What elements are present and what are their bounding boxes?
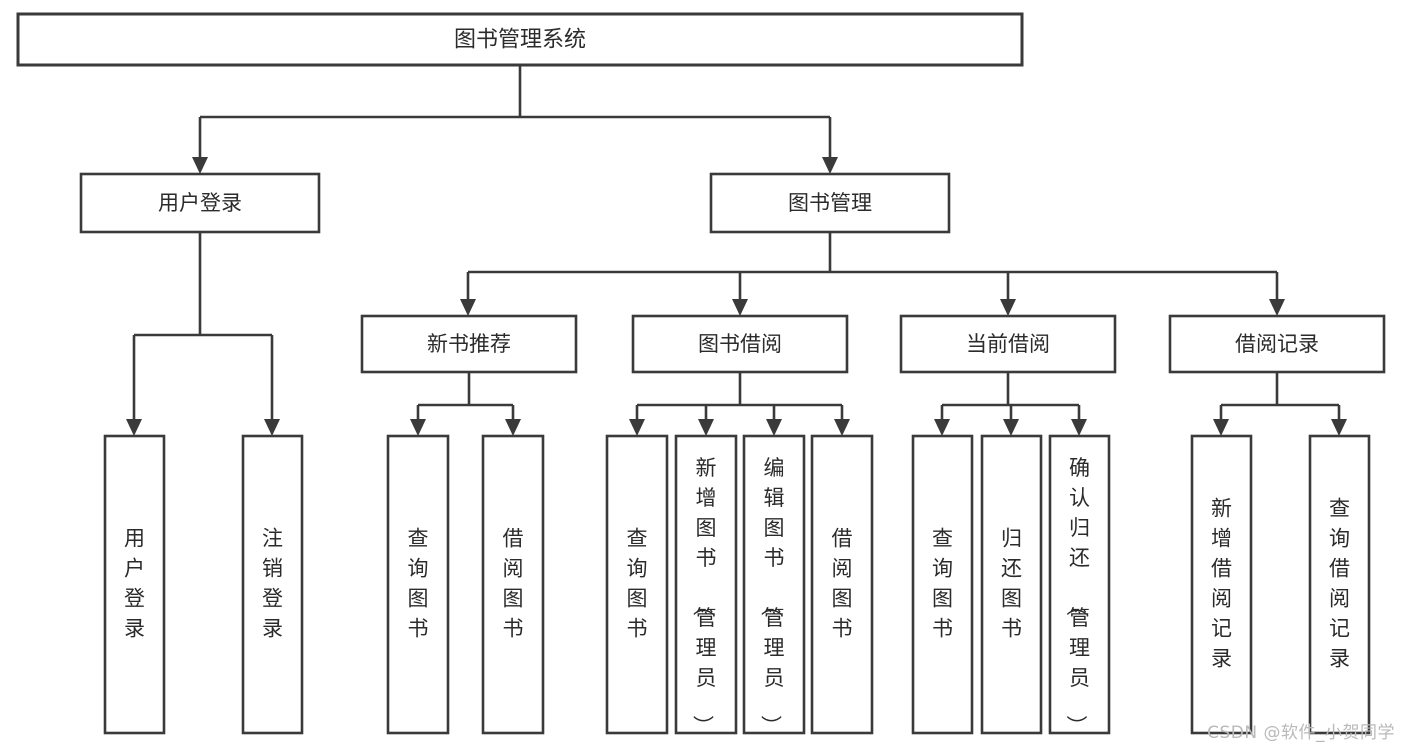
borrow-record-fanout-arrowhead-0 (1213, 419, 1229, 436)
root-node-book-management-system-box[interactable] (16, 12, 1024, 67)
node-leaf-confirm-return-box[interactable] (1048, 434, 1111, 735)
nodes-layer: 图书管理系统用户登录图书管理新书推荐图书借阅当前借阅借阅记录用户登录注销登录查询… (16, 12, 1386, 736)
book-borrow-fanout-arrowhead-1 (698, 419, 714, 436)
borrow-record-fanout-arrowhead-1 (1331, 419, 1347, 436)
node-leaf-return-book-box[interactable] (980, 434, 1043, 735)
book-management-fanout-arrowhead-1 (732, 299, 748, 316)
book-borrow-fanout-arrowhead-3 (834, 419, 850, 436)
node-leaf-return-book-label: 归还图书 (1001, 527, 1022, 641)
node-leaf-add-book-label: 新增图书（管理员） (691, 456, 717, 736)
node-leaf-borrow-book-1-box[interactable] (481, 434, 545, 735)
node-user-login-label: 用户登录 (158, 191, 242, 215)
node-leaf-query-record-box[interactable] (1308, 434, 1371, 735)
node-leaf-user-login-box[interactable] (103, 434, 166, 735)
root-fanout-arrowhead-0 (192, 157, 208, 174)
node-leaf-borrow-book-2-box[interactable] (810, 434, 874, 735)
node-leaf-logout-label: 注销登录 (262, 527, 283, 641)
root-fanout-arrowhead-1 (822, 157, 838, 174)
connectors-layer (126, 65, 1347, 436)
book-management-fanout-arrowhead-3 (1269, 299, 1285, 316)
user-login-fanout-arrowhead-0 (126, 419, 142, 436)
book-management-fanout-arrowhead-2 (1000, 299, 1016, 316)
node-leaf-query-record-label: 查询借阅记录 (1329, 497, 1350, 671)
book-borrow-fanout-arrowhead-2 (766, 419, 782, 436)
node-leaf-user-login-label: 用户登录 (124, 527, 145, 641)
node-new-book-recommend-label: 新书推荐 (427, 332, 511, 356)
node-book-borrow-box[interactable] (631, 314, 849, 374)
csdn-watermark: CSDN @软件_小贺同学 (1207, 723, 1395, 743)
new-book-recommend-fanout-arrowhead-0 (410, 419, 426, 436)
node-user-login-box[interactable] (79, 172, 321, 234)
node-leaf-confirm-return-label: 确认归还（管理员） (1064, 456, 1090, 736)
node-leaf-query-book-3-box[interactable] (911, 434, 974, 735)
new-book-recommend-fanout-arrowhead-1 (505, 419, 521, 436)
book-borrow-fanout-arrowhead-0 (629, 419, 645, 436)
current-borrow-fanout-arrowhead-2 (1071, 419, 1087, 436)
node-leaf-query-book-2-label: 查询图书 (627, 527, 648, 641)
node-current-borrow-label: 当前借阅 (966, 332, 1050, 356)
node-leaf-add-book-box[interactable] (674, 434, 738, 735)
book-management-fanout-arrowhead-0 (460, 299, 476, 316)
node-leaf-query-book-1-box[interactable] (386, 434, 450, 735)
node-leaf-edit-book-box[interactable] (742, 434, 806, 735)
node-leaf-borrow-book-2-label: 借阅图书 (832, 527, 853, 641)
node-leaf-borrow-book-1-label: 借阅图书 (503, 527, 524, 641)
node-leaf-query-book-1-label: 查询图书 (408, 527, 429, 641)
node-current-borrow-box[interactable] (899, 314, 1117, 374)
node-book-borrow-label: 图书借阅 (698, 332, 782, 356)
node-leaf-add-record-label: 新增借阅记录 (1211, 497, 1232, 671)
node-borrow-record-label: 借阅记录 (1235, 332, 1319, 356)
node-leaf-edit-book-label: 编辑图书（管理员） (759, 456, 785, 736)
root-node-book-management-system-label: 图书管理系统 (454, 28, 586, 53)
node-borrow-record-box[interactable] (1168, 314, 1386, 374)
node-new-book-recommend-box[interactable] (360, 314, 578, 374)
node-leaf-add-record-box[interactable] (1190, 434, 1253, 735)
user-login-fanout-arrowhead-1 (264, 419, 280, 436)
current-borrow-fanout-arrowhead-0 (934, 419, 950, 436)
node-leaf-query-book-2-box[interactable] (605, 434, 669, 735)
node-book-management-label: 图书管理 (788, 191, 872, 215)
node-leaf-logout-box[interactable] (241, 434, 304, 735)
current-borrow-fanout-arrowhead-1 (1003, 419, 1019, 436)
node-leaf-query-book-3-label: 查询图书 (932, 527, 953, 641)
node-book-management-box[interactable] (709, 172, 951, 234)
